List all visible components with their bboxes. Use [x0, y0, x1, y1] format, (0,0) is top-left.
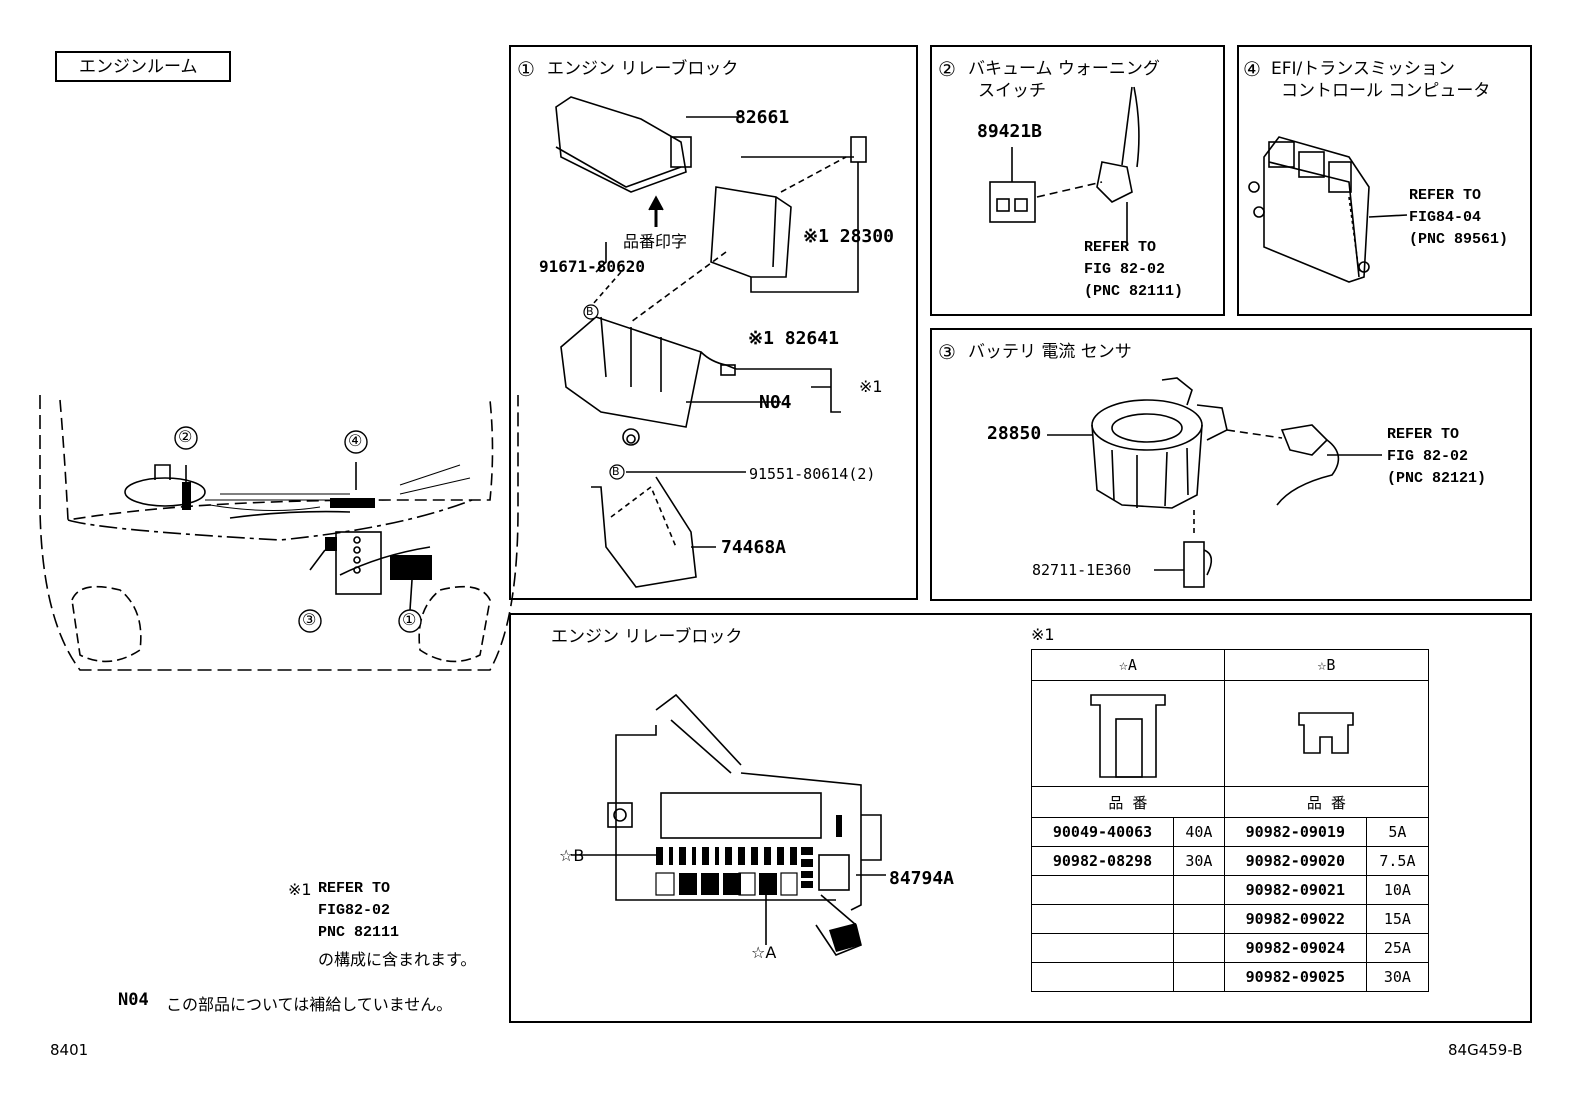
part-91551: 91551-80614(2)	[749, 465, 876, 483]
vacuum-switch-illustration	[989, 86, 1140, 242]
b-marker-1: B	[586, 305, 594, 318]
panel3-number: ③	[938, 340, 956, 364]
fuse-b-icon	[1298, 711, 1355, 754]
col-b-header: ☆B	[1223, 649, 1430, 681]
b-part-number: 90982-09021	[1223, 875, 1367, 905]
note-ref-4: の構成に含まれます。	[318, 950, 477, 969]
table-row: 90982-08298 30A 90982-09020 7.5A	[1030, 846, 1430, 876]
mark-1: ※1	[859, 377, 883, 396]
panel5-title: エンジン リレーブロック	[551, 627, 743, 647]
engine-room-label: エンジンルーム	[79, 57, 198, 77]
b-amperage: 7.5A	[1365, 846, 1430, 876]
fuse-block-illustration	[571, 693, 886, 956]
panel4-title-1: EFI/トランスミッション	[1271, 59, 1455, 79]
star-b-label: ☆B	[559, 846, 585, 865]
b-part-number: 90982-09024	[1223, 933, 1367, 963]
a-part-number	[1030, 933, 1175, 963]
callout-3: ③	[302, 610, 317, 629]
callout-2: ②	[178, 427, 193, 446]
a-part-number: 90982-08298	[1030, 846, 1175, 876]
fuse-b-icon-cell	[1223, 680, 1430, 787]
fuse-part-table: ☆A ☆B 品 番 品 番	[1030, 649, 1430, 992]
panel-engine-relay-block: ① エンジン リレーブロック	[509, 45, 918, 600]
panel2-refer: REFER TO FIG 82-02 (PNC 82111)	[1084, 239, 1184, 300]
part-84794a: 84794A	[889, 868, 955, 889]
a-amperage	[1173, 962, 1225, 992]
footer-right: 84G459-B	[1448, 1041, 1523, 1059]
note-ref-3: PNC 82111	[318, 924, 400, 941]
panel-battery-current-sensor: ③ バッテリ 電流 センサ 28850 82711-1E360 REFER TO…	[930, 328, 1532, 601]
panel2-title-1: バキューム ウォーニング	[968, 59, 1160, 79]
part-74468a: 74468A	[721, 537, 787, 558]
b-amperage: 10A	[1365, 875, 1430, 905]
panel3-refer: REFER TO FIG 82-02 (PNC 82121)	[1387, 426, 1487, 487]
panel4-refer: REFER TO FIG84-04 (PNC 89561)	[1409, 187, 1509, 248]
table-row: 90982-09025 30A	[1030, 962, 1430, 992]
fuse-a-icon-cell	[1031, 680, 1225, 787]
relay-block-illustration	[555, 96, 867, 588]
part-82711: 82711-1E360	[1032, 561, 1132, 579]
panel1-number: ①	[517, 57, 535, 81]
part-no-header-b: 品 番	[1223, 786, 1430, 818]
a-amperage	[1173, 933, 1225, 963]
note-n04-text: この部品については補給していません。	[166, 995, 453, 1014]
table-mark: ※1	[1031, 625, 1055, 644]
part-28300: ※1 28300	[803, 226, 894, 247]
a-part-number	[1030, 904, 1175, 934]
callout-4: ④	[348, 431, 363, 450]
panel2-number: ②	[938, 57, 956, 81]
a-amperage: 30A	[1173, 846, 1225, 876]
part-no-header-a: 品 番	[1031, 786, 1225, 818]
part-28850: 28850	[987, 423, 1042, 444]
panel2-title-2: スイッチ	[978, 81, 1046, 101]
b-part-number: 90982-09025	[1223, 962, 1367, 992]
part-82661: 82661	[735, 107, 790, 128]
panel-efi-computer: ④ EFI/トランスミッション コントロール コンピュータ REFER TO F…	[1237, 45, 1532, 316]
a-part-number: 90049-40063	[1030, 817, 1175, 847]
fuse-a-icon	[1090, 693, 1166, 778]
table-row: 90982-09021 10A	[1030, 875, 1430, 905]
col-a-header: ☆A	[1031, 649, 1225, 681]
table-row: 90982-09024 25A	[1030, 933, 1430, 963]
vehicle-overview-diagram	[39, 395, 519, 671]
table-row: 90982-09022 15A	[1030, 904, 1430, 934]
panel4-title-2: コントロール コンピュータ	[1281, 81, 1491, 101]
engine-room-label-box: エンジンルーム	[55, 51, 231, 82]
note-ref-2: FIG82-02	[318, 902, 391, 919]
a-part-number	[1030, 962, 1175, 992]
a-amperage	[1173, 904, 1225, 934]
footer-left: 8401	[50, 1041, 89, 1059]
panel-vacuum-warning-switch: ② バキューム ウォーニング スイッチ 89421B REFER TO FIG …	[930, 45, 1225, 316]
table-row: 90049-40063 40A 90982-09019 5A	[1030, 817, 1430, 847]
b-part-number: 90982-09022	[1223, 904, 1367, 934]
b-amperage: 30A	[1365, 962, 1430, 992]
b-part-number: 90982-09020	[1223, 846, 1367, 876]
note-n04: N04	[118, 990, 149, 1010]
part-89421b: 89421B	[977, 121, 1043, 142]
b-amperage: 15A	[1365, 904, 1430, 934]
callout-1: ①	[402, 610, 417, 629]
panel-engine-relay-block-fuses: エンジン リレーブロック	[509, 613, 1532, 1023]
a-amperage	[1173, 875, 1225, 905]
panel1-title: エンジン リレーブロック	[547, 59, 739, 79]
note-mark: ※1	[288, 880, 312, 899]
b-amperage: 25A	[1365, 933, 1430, 963]
a-amperage: 40A	[1173, 817, 1225, 847]
part-91671: 91671-80620	[539, 257, 645, 276]
part-n04: N04	[759, 392, 792, 413]
b-amperage: 5A	[1365, 817, 1430, 847]
panel3-title: バッテリ 電流 センサ	[968, 342, 1132, 362]
b-marker-2: B	[612, 465, 620, 478]
b-part-number: 90982-09019	[1223, 817, 1367, 847]
a-part-number	[1030, 875, 1175, 905]
note-ref-1: REFER TO	[318, 880, 391, 897]
part-82641: ※1 82641	[748, 328, 839, 349]
ecu-illustration	[1248, 136, 1408, 283]
panel4-number: ④	[1243, 57, 1261, 81]
battery-sensor-illustration	[1047, 377, 1382, 588]
star-a-label: ☆A	[751, 943, 777, 962]
print-mark-label: 品番印字	[623, 232, 688, 251]
